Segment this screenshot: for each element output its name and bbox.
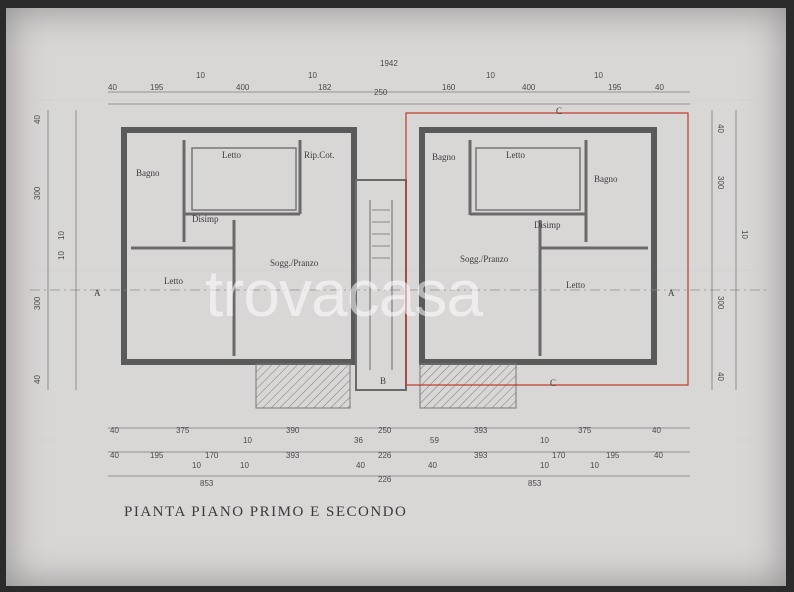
- dim-top-right-1: 160: [442, 83, 456, 92]
- dim-bottom1-4: 390: [286, 426, 300, 435]
- right-unit-walls: [419, 127, 657, 365]
- dim-top-right-6: 40: [655, 83, 664, 92]
- room-label-left-letto-bottom: Letto: [164, 276, 183, 286]
- dim-top-left-3: 10: [196, 71, 205, 80]
- left-unit-walls: [121, 127, 357, 365]
- dim-total-right: 853: [528, 479, 542, 488]
- room-label-right-letto: Letto: [566, 280, 585, 290]
- dim-bottom1-10: 375: [578, 426, 592, 435]
- dim-bottom2-14: 195: [606, 451, 620, 460]
- watermark-logo: trovacasa: [205, 256, 483, 330]
- dim-bottom2-7: 40: [356, 461, 365, 470]
- dim-top-left-6: 182: [318, 83, 332, 92]
- dim-bottom2-1: 40: [110, 451, 119, 460]
- dim-top-right-2: 10: [486, 71, 495, 80]
- dim-total-left: 853: [200, 479, 214, 488]
- dim-bottom2-13: 10: [590, 461, 599, 470]
- dim-bottom1-8: 393: [474, 426, 488, 435]
- dim-bottom2-8: 226: [378, 451, 392, 460]
- dim-top-left-4: 400: [236, 83, 250, 92]
- room-label-left-sogg: Sogg./Pranzo: [270, 258, 319, 268]
- section-mark-b: B: [380, 376, 386, 386]
- dim-top-right-3: 400: [522, 83, 536, 92]
- dim-left-4: 10: [57, 251, 66, 260]
- dim-bottom2-12: 170: [552, 451, 566, 460]
- dim-total-center: 226: [378, 475, 392, 484]
- dim-bottom1-3: 10: [243, 436, 252, 445]
- left-balcony: [255, 363, 351, 409]
- left-unit-partitions: [131, 140, 302, 356]
- dim-right-5: 40: [716, 372, 725, 381]
- dim-top-left-5: 10: [308, 71, 317, 80]
- dim-left-5: 300: [33, 296, 42, 310]
- highlighted-unit-outline: [405, 112, 689, 386]
- dim-bottom2-3: 10: [192, 461, 201, 470]
- section-mark-c-top: C: [556, 106, 562, 116]
- dim-bottom2-9: 40: [428, 461, 437, 470]
- dim-bottom2-5: 10: [240, 461, 249, 470]
- dim-bottom2-4: 170: [205, 451, 219, 460]
- dim-bottom1-1: 40: [110, 426, 119, 435]
- dim-top-left-2: 195: [150, 83, 164, 92]
- dim-right-2: 300: [716, 176, 725, 190]
- dim-top-left-1: 40: [108, 83, 117, 92]
- section-mark-a-left: A: [94, 288, 101, 298]
- dim-bottom2-10: 393: [474, 451, 488, 460]
- dim-bottom1-7: 59: [430, 436, 439, 445]
- section-mark-a-right: A: [668, 288, 675, 298]
- right-unit-inner-box: [475, 147, 581, 211]
- right-balcony: [419, 363, 517, 409]
- paper-grid: [20, 99, 770, 441]
- dim-bottom1-9: 10: [540, 436, 549, 445]
- dim-left-1: 40: [33, 115, 42, 124]
- section-mark-c-bottom: C: [550, 378, 556, 388]
- dim-left-3: 10: [57, 231, 66, 240]
- dim-bottom2-6: 393: [286, 451, 300, 460]
- room-label-left-letto-top: Letto: [222, 150, 241, 160]
- dim-bottom2-2: 195: [150, 451, 164, 460]
- room-label-left-disimp: Disimp: [192, 214, 219, 224]
- dim-left-6: 40: [33, 375, 42, 384]
- dim-bottom1-6: 250: [378, 426, 392, 435]
- dim-bottom1-11: 40: [652, 426, 661, 435]
- dim-right-4: 300: [716, 296, 725, 310]
- dimension-lines: [47, 91, 737, 477]
- room-label-right-bagno-small: Bagno: [432, 152, 456, 162]
- right-unit-partitions: [468, 140, 648, 356]
- dim-bottom2-11: 10: [540, 461, 549, 470]
- plan-caption: PIANTA PIANO PRIMO E SECONDO: [124, 504, 408, 520]
- dim-top-right-5: 195: [608, 83, 622, 92]
- overall-dimension: 1942: [380, 59, 398, 68]
- top-center-dimension: 250: [374, 88, 388, 97]
- dim-left-2: 300: [33, 186, 42, 200]
- room-label-right-disimp: Disimp: [534, 220, 561, 230]
- dim-top-right-4: 10: [594, 71, 603, 80]
- room-label-right-bagno: Bagno: [594, 174, 618, 184]
- dim-right-3: 10: [740, 230, 749, 239]
- dim-right-1: 40: [716, 124, 725, 133]
- room-label-left-bagno: Bagno: [136, 168, 160, 178]
- dim-bottom1-5: 36: [354, 436, 363, 445]
- room-label-right-sogg: Sogg./Pranzo: [460, 254, 509, 264]
- dim-bottom2-15: 40: [654, 451, 663, 460]
- dim-bottom1-2: 375: [176, 426, 190, 435]
- room-label-left-rip: Rip.Cot.: [304, 150, 335, 160]
- room-label-right-letto-top: Letto: [506, 150, 525, 160]
- left-unit-inner-box: [191, 147, 297, 211]
